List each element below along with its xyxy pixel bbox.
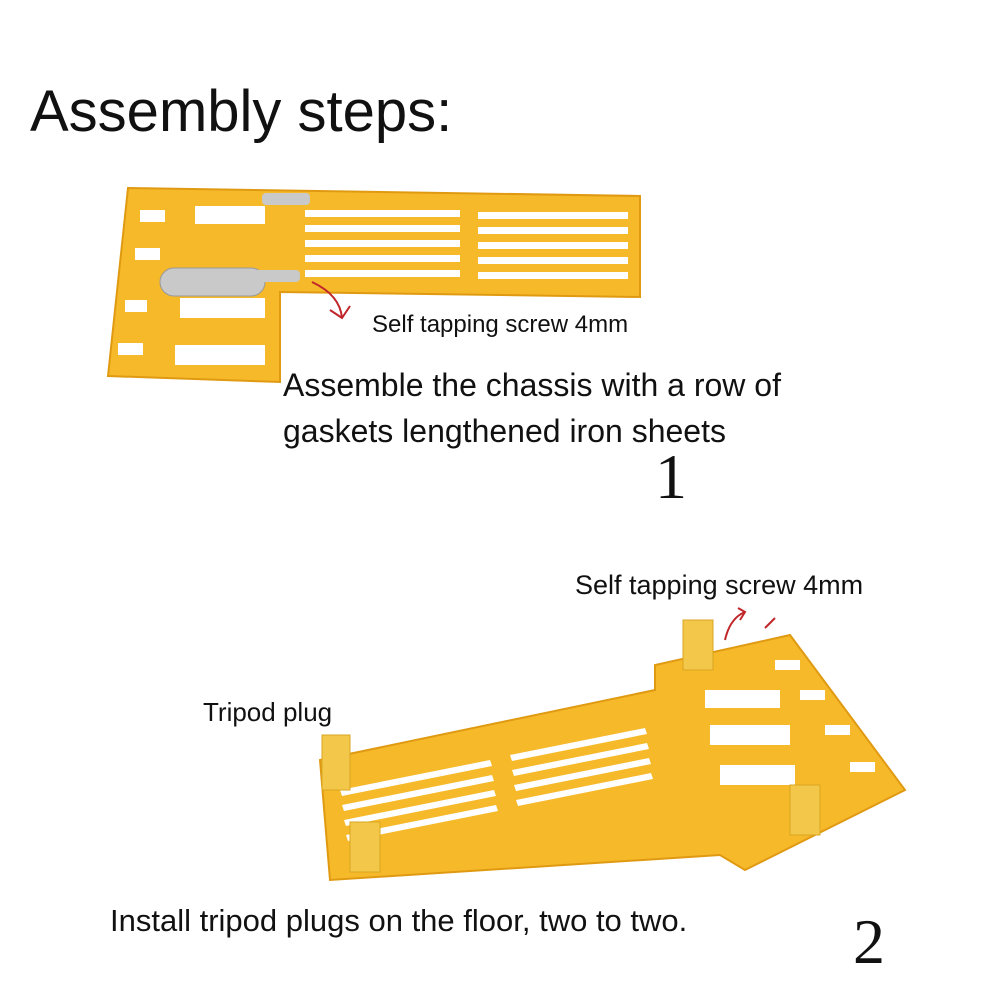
step2-number: 2: [853, 906, 885, 977]
arrow-icon: [724, 607, 776, 641]
step1-description: Assemble the chassis with a row of gaske…: [283, 362, 781, 454]
arrow-icon: [311, 281, 351, 320]
step1-description-line2: gaskets lengthened iron sheets: [283, 413, 726, 449]
step1-screw-label: Self tapping screw 4mm: [372, 311, 629, 338]
chassis-board-step1: [106, 186, 641, 384]
step2-tripod-label: Tripod plug: [203, 697, 333, 727]
step2-description: Install tripod plugs on the floor, two t…: [110, 903, 688, 938]
page-title: Assembly steps:: [30, 79, 453, 144]
step1-description-line1: Assemble the chassis with a row of: [283, 367, 781, 403]
step2-screw-label: Self tapping screw 4mm: [575, 570, 864, 600]
chassis-board-step2: [318, 607, 907, 882]
step1-number: 1: [655, 441, 687, 512]
